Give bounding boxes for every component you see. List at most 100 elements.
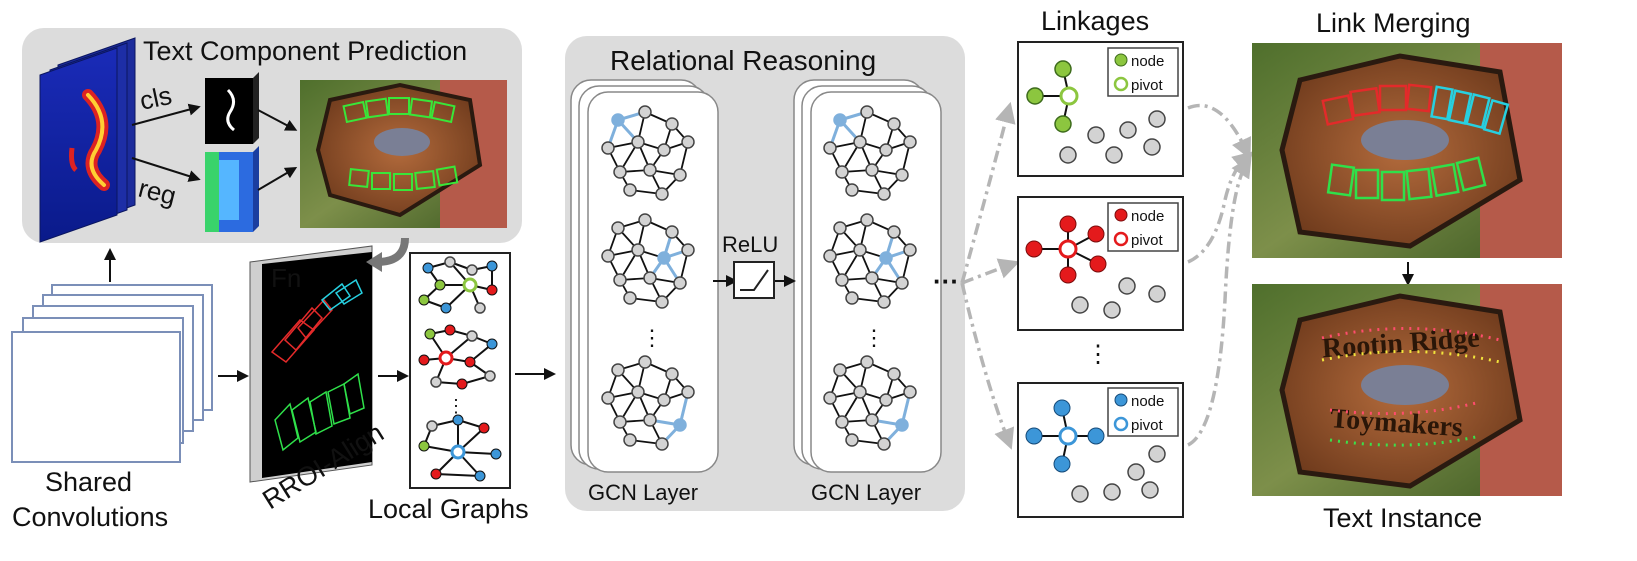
gcn-node — [853, 135, 867, 149]
link-merging-photo — [1252, 43, 1562, 258]
gcn-node — [865, 163, 879, 177]
gcn-node — [665, 367, 679, 381]
gcn-node — [613, 273, 627, 287]
linkages-ellipsis: ⋮ — [1086, 341, 1110, 368]
gcn-node — [613, 165, 627, 179]
gcn-node — [895, 276, 909, 290]
fn-feature-map: Fn RROI-Align — [249, 245, 389, 515]
gcn-node — [613, 415, 627, 429]
gcn-node — [903, 385, 917, 399]
linkage-box-red: node pivot — [1017, 196, 1184, 331]
gcn-node — [835, 273, 849, 287]
gcn-node — [655, 437, 669, 451]
gcn-node — [903, 135, 917, 149]
gcn-node — [879, 393, 893, 407]
output-ellipsis: ··· — [933, 266, 959, 296]
convolutions-label: Convolutions — [12, 502, 168, 532]
gcn-node — [643, 413, 657, 427]
gcn-node — [895, 168, 909, 182]
gcn-node — [845, 183, 859, 197]
gcn-node — [681, 385, 695, 399]
gcn-node — [638, 355, 652, 369]
gcn-node — [657, 393, 671, 407]
gcn-node — [823, 141, 837, 155]
gcn-node — [845, 433, 859, 447]
gcn-node — [860, 213, 874, 227]
legend-blue-node: node — [1131, 393, 1164, 410]
relu-label: ReLU — [722, 232, 778, 257]
gcn-node — [638, 105, 652, 119]
gcn-node — [623, 433, 637, 447]
gcn-node — [895, 418, 909, 432]
relational-reasoning-panel: Relational Reasoning ⋮ ⋮ ReLU GCN Layer … — [565, 36, 965, 511]
gcn-node — [673, 418, 687, 432]
cls-map — [205, 72, 259, 144]
text-instance-title: Text Instance — [1323, 503, 1482, 533]
gcn-node — [853, 385, 867, 399]
gcn-graph — [601, 355, 695, 451]
legend-green-node: node — [1131, 53, 1164, 70]
legend-green-pivot: pivot — [1131, 77, 1164, 94]
gcn-node — [877, 295, 891, 309]
gcn-ellipsis-2: ⋮ — [863, 325, 885, 350]
gcn-node — [833, 113, 847, 127]
merging-connectors — [1187, 103, 1254, 447]
gcn-node — [665, 117, 679, 131]
gcn-node — [611, 113, 625, 127]
gcn-node — [655, 295, 669, 309]
gcn-node — [835, 165, 849, 179]
linkage-box-green: node pivot — [1017, 41, 1184, 177]
gcn-ellipsis-1: ⋮ — [641, 325, 663, 350]
gcn-node — [877, 437, 891, 451]
gcn-node — [860, 355, 874, 369]
gcn-node — [865, 271, 879, 285]
gcn-node — [601, 141, 615, 155]
shared-convolutions: Shared Convolutions — [11, 284, 213, 532]
gcn-graph — [823, 355, 917, 451]
gcn-graph — [823, 105, 917, 201]
gcn-node — [853, 243, 867, 257]
gcn-node — [631, 243, 645, 257]
relational-reasoning-title: Relational Reasoning — [610, 45, 876, 76]
feature-map-stack — [39, 37, 136, 243]
gcn-graph — [601, 105, 695, 201]
reg-map — [205, 146, 259, 232]
local-graphs: ⋮ Local Graphs — [368, 252, 529, 524]
gcn-node — [601, 249, 615, 263]
gcn-node — [833, 221, 847, 235]
shared-label: Shared — [45, 467, 132, 497]
linkage-box-blue: node pivot — [1017, 382, 1184, 518]
gcn-node — [665, 225, 679, 239]
gcn-node — [903, 243, 917, 257]
gcn-node — [887, 117, 901, 131]
gcn-node — [673, 276, 687, 290]
gcn-node — [638, 213, 652, 227]
gcn-node — [657, 143, 671, 157]
gcn-node — [611, 221, 625, 235]
gcn-node — [877, 187, 891, 201]
gcn-node — [611, 363, 625, 377]
gcn-node — [643, 163, 657, 177]
gcn-node — [823, 249, 837, 263]
gcn-node — [887, 225, 901, 239]
gcn-node — [631, 385, 645, 399]
gcn-node — [601, 391, 615, 405]
text-component-prediction-title: Text Component Prediction — [143, 36, 467, 66]
legend-red-node: node — [1131, 208, 1164, 225]
linkages-title: Linkages — [1041, 6, 1149, 36]
local-graphs-label: Local Graphs — [368, 494, 529, 524]
gcn-layer-label-2: GCN Layer — [811, 480, 921, 505]
gcn-node — [823, 391, 837, 405]
gcn-node — [879, 251, 893, 265]
gcn-node — [835, 415, 849, 429]
cls-label: cls — [137, 80, 174, 116]
gcn-node — [879, 143, 893, 157]
link-merging-title: Link Merging — [1316, 8, 1471, 38]
legend-red-pivot: pivot — [1131, 232, 1164, 249]
gcn-node — [860, 105, 874, 119]
gcn-layer-label-1: GCN Layer — [588, 480, 698, 505]
gcn-node — [623, 183, 637, 197]
fn-label: Fn — [271, 263, 301, 293]
linkage-connectors — [960, 101, 1020, 450]
